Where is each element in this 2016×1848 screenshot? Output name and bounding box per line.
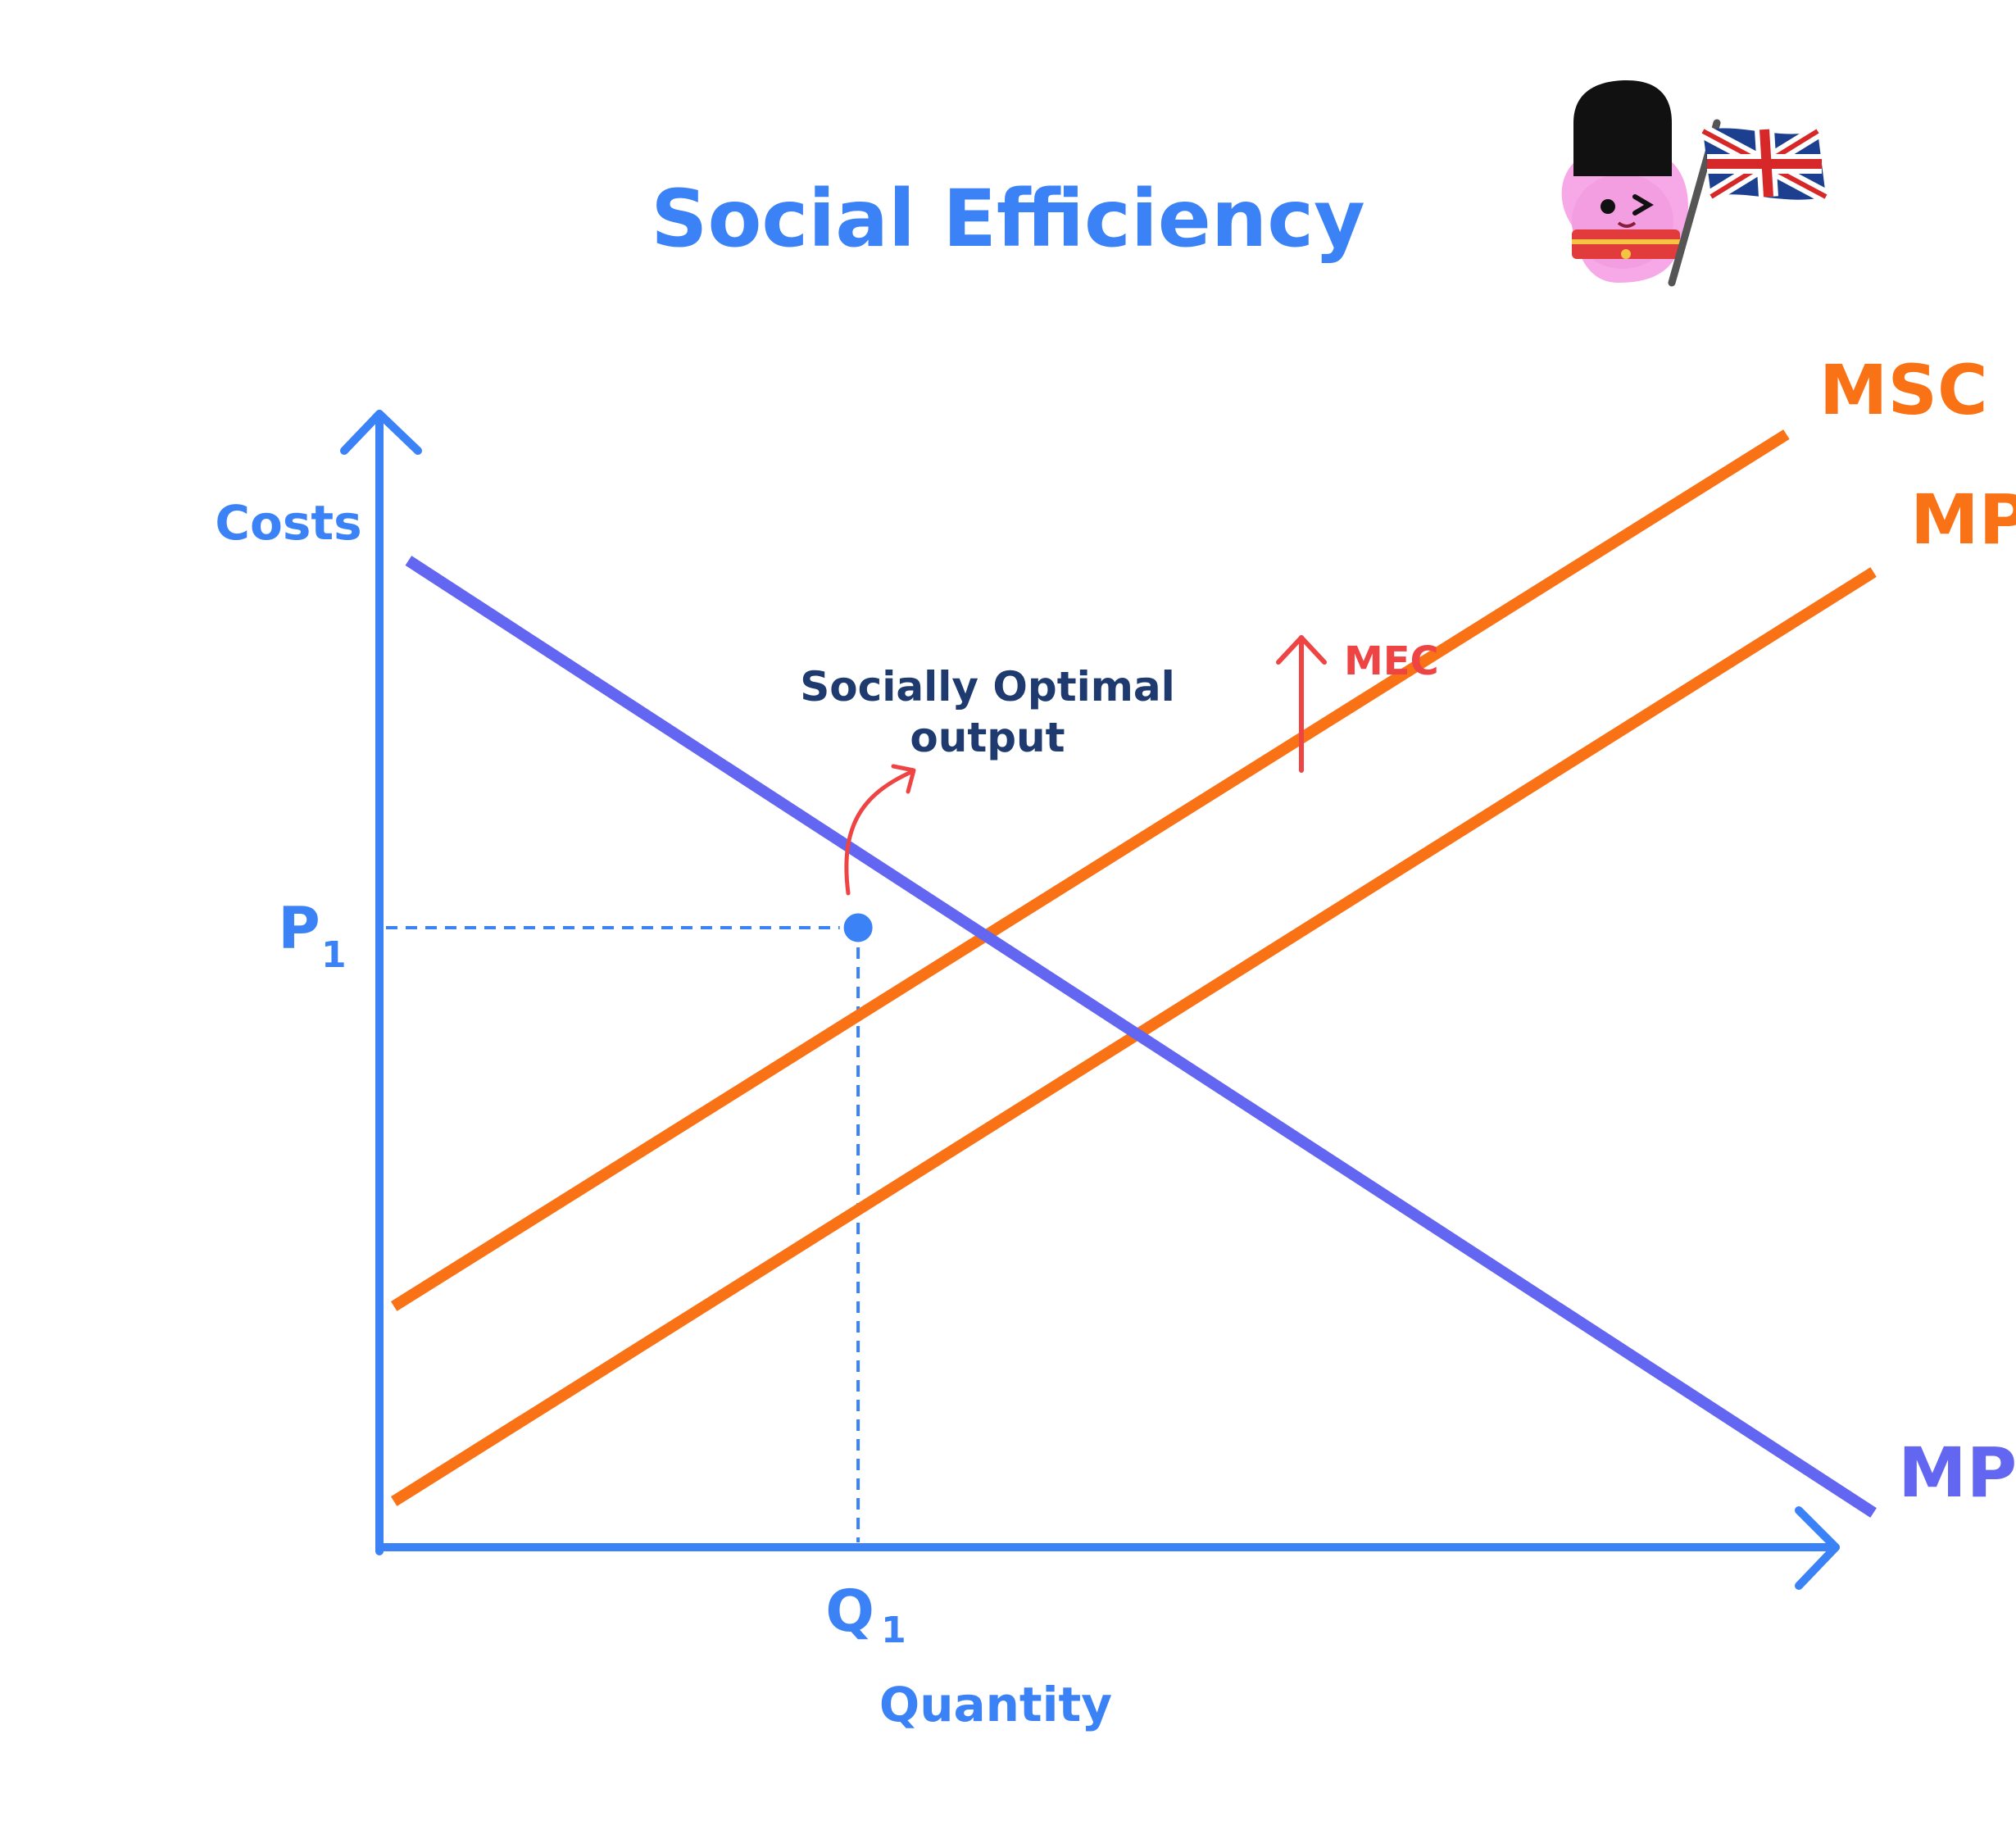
series-label-msc: MSC (1819, 350, 1988, 430)
q1-tick-subscript: 1 (881, 1610, 906, 1651)
y-axis-arrowhead (340, 410, 422, 455)
equilibrium-guides (386, 926, 860, 1542)
optimum-curved-arrow (844, 770, 914, 896)
axes (340, 410, 1840, 1590)
series-group (390, 429, 1877, 1518)
mec-annotation: MEC (1276, 635, 1439, 773)
mec-arrowhead (1276, 635, 1327, 665)
x-axis-arrowhead (1795, 1506, 1840, 1590)
p1-tick-label: P (278, 895, 320, 962)
series-label-mpb-msb: MPB=MSB (1898, 1433, 2016, 1513)
series-line-msc (390, 429, 1790, 1311)
q1-tick-label: Q (825, 1578, 874, 1645)
x-axis-label: Quantity (879, 1677, 1112, 1732)
royal-guard-mascot-icon (1561, 80, 1721, 287)
optimum-label-line-2: output (910, 714, 1065, 761)
optimum-arrowhead (891, 764, 916, 794)
series-labels: MSC MPC MPB=MSB (1819, 350, 2016, 1513)
optimum-label-line-1: Socially Optimal (800, 663, 1174, 711)
y-axis-label: Costs (215, 495, 361, 551)
chart-title: Social Efficiency (651, 173, 1364, 265)
union-jack-flag-icon (1699, 125, 1830, 203)
series-line-mpb-msb (405, 556, 1877, 1518)
mec-label: MEC (1344, 638, 1439, 684)
optimum-annotation: Socially Optimal output (799, 662, 1176, 896)
p1-tick-subscript: 1 (321, 934, 347, 976)
series-label-mpc: MPC (1910, 479, 2016, 560)
equilibrium-point (839, 909, 877, 947)
